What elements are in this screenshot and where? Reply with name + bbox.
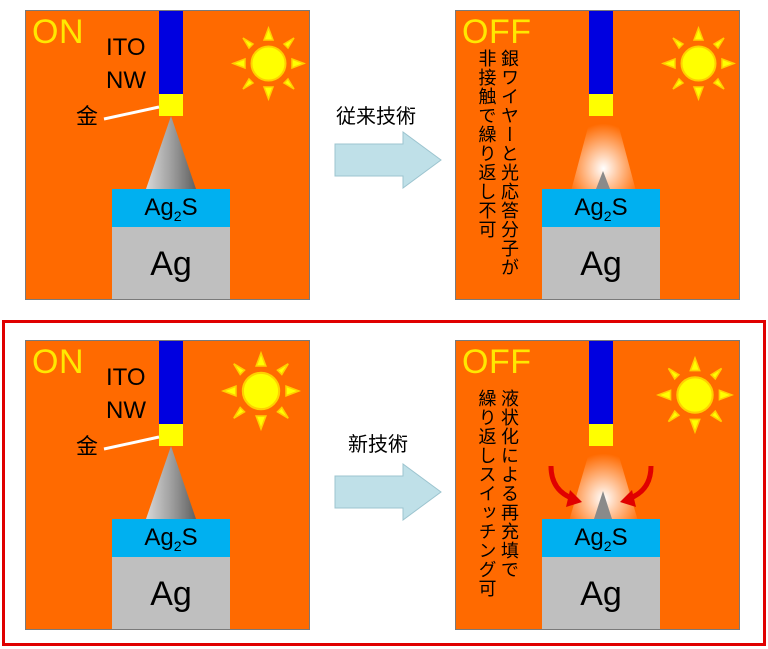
nanowire	[159, 341, 183, 424]
nanowire	[159, 11, 183, 94]
ag-block: Ag	[542, 557, 660, 629]
state-label: ON	[32, 343, 84, 381]
ag2s-block: Ag2S	[112, 189, 230, 227]
ag-block: Ag	[112, 557, 230, 629]
light-beam	[571, 116, 636, 191]
sun-icon	[661, 26, 736, 101]
panel-bottom-off: OFF 液状化による再充填で繰り返しスイッチング可 Ag2S Ag	[455, 340, 740, 630]
gold-tip	[589, 94, 613, 116]
gold-tip	[589, 424, 613, 446]
state-label: OFF	[462, 343, 532, 381]
state-label: ON	[32, 13, 84, 51]
gold-leader-line	[103, 105, 160, 121]
ito-label: ITO	[106, 34, 146, 61]
gold-leader-line	[103, 435, 160, 451]
nanowire	[589, 11, 613, 94]
panel-top-off: OFF 銀ワイヤーと光応答分子が非接触で繰り返し不可 Ag2S Ag	[455, 10, 740, 300]
transition-label-bottom: 新技術	[348, 432, 408, 456]
gold-label: 金	[76, 435, 99, 460]
state-label: OFF	[462, 13, 532, 51]
nw-label: NW	[106, 397, 146, 424]
gold-label: 金	[76, 105, 99, 130]
nw-label: NW	[106, 67, 146, 94]
ag2s-block: Ag2S	[112, 519, 230, 557]
sun-icon	[221, 351, 301, 431]
light-beam	[569, 446, 638, 521]
transition-label-top: 従来技術	[336, 104, 416, 128]
refill-arrows-icon	[548, 465, 654, 507]
right-arrow-icon	[334, 131, 442, 189]
off-note: 銀ワイヤーと光応答分子が非接触で繰り返し不可	[475, 49, 520, 277]
right-arrow-icon	[334, 463, 442, 521]
gold-tip	[159, 424, 183, 446]
ag-block: Ag	[112, 227, 230, 299]
silver-cone	[146, 116, 196, 189]
nanowire	[589, 341, 613, 424]
silver-cone	[146, 446, 196, 519]
sun-icon	[231, 26, 306, 101]
ag2s-block: Ag2S	[542, 519, 660, 557]
ito-label: ITO	[106, 364, 146, 391]
panel-top-on: ON ITO NW 金 Ag2S Ag	[25, 10, 310, 300]
sun-icon	[656, 356, 734, 434]
panel-bottom-on: ON ITO NW 金 Ag2S Ag	[25, 340, 310, 630]
ag-block: Ag	[542, 227, 660, 299]
off-note: 液状化による再充填で繰り返しスイッチング可	[475, 389, 520, 598]
ag2s-block: Ag2S	[542, 189, 660, 227]
highlight-frame	[2, 320, 766, 646]
gold-tip	[159, 94, 183, 116]
